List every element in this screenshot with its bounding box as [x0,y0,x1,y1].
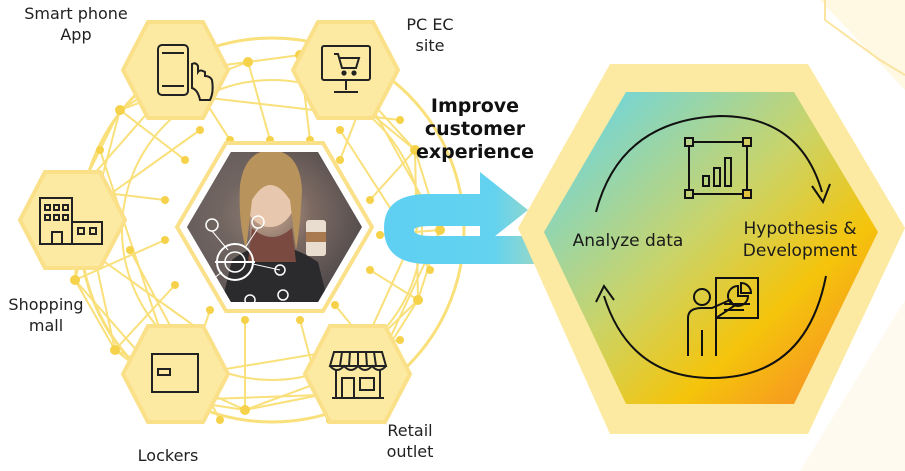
hex-retail [302,324,413,424]
hex-pc-ec [290,20,401,120]
arrow-label: Improve customer experience [415,95,535,163]
improve-arrow [384,172,540,264]
hex-lockers [120,324,231,424]
chart-icon [684,137,752,199]
label-lockers: Lockers [137,446,199,465]
cycle-hexagon [518,64,905,434]
hex-smartphone [120,20,231,120]
cycle-analyze-label: Analyze data [572,231,684,251]
label-pc-ec: PC EC site [406,15,454,55]
cycle-arrows [595,114,831,380]
label-shopping-mall: Shopping mall [8,295,84,335]
locker-icon [151,353,199,393]
customer-photo [174,141,375,313]
cycle-hypothesis-label: Hypothesis & Development [742,219,858,261]
store-icon [328,351,388,399]
presenter-icon [687,277,759,356]
building-icon [39,197,103,245]
hex-shopping-mall [17,170,128,270]
channel-hexes [17,20,413,424]
computer-cart-icon [321,45,371,93]
label-smartphone: Smart phone App [24,4,128,44]
label-retail: Retail outlet [386,421,434,461]
smartphone-icon [157,44,214,101]
background-decoration [800,0,905,471]
